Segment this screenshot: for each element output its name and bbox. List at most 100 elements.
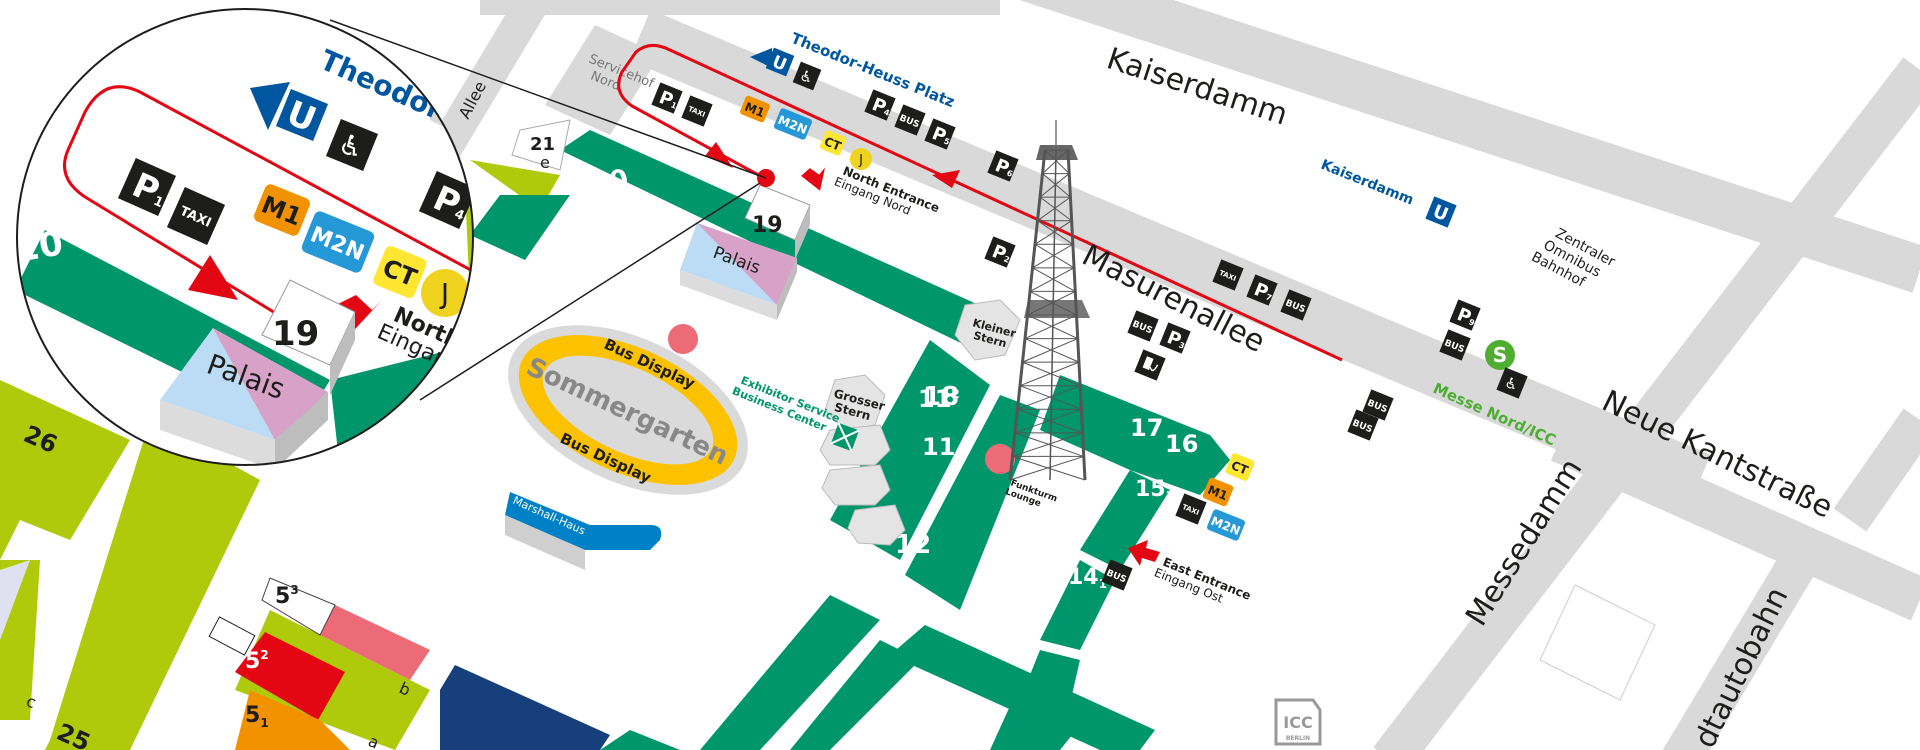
hall-green-sw xyxy=(600,730,680,750)
hall-10-2-label: 102 xyxy=(795,520,837,548)
hall-13-label: 13 xyxy=(1015,589,1051,619)
exhibitor-service-label: Exhibitor ServiceBusiness Center xyxy=(730,372,841,437)
parking-p1-badge: P1 xyxy=(651,82,683,114)
tower-strut xyxy=(1012,455,1086,481)
hall-block-west xyxy=(0,560,30,640)
parking-p9-badge: P9 xyxy=(1449,299,1481,331)
zoom-j-badge: J xyxy=(421,269,469,317)
hall-17-label: 17 xyxy=(1130,414,1163,442)
ct-badge: CT xyxy=(819,130,847,156)
hall-11-2-label: 112 xyxy=(918,385,960,413)
svg-text:♿: ♿ xyxy=(797,66,816,88)
tower-strut xyxy=(1039,196,1072,222)
svg-text:J: J xyxy=(439,277,449,310)
sommergarten: Sommergarten Bus Display Bus Display xyxy=(508,325,748,495)
tower-strut xyxy=(1014,432,1084,457)
hall-20-18-band xyxy=(560,130,990,345)
zoom-ubahn-badge: U xyxy=(275,88,329,142)
svg-text:ICC: ICC xyxy=(1283,713,1312,732)
parking-p6-badge: P6 xyxy=(987,150,1019,182)
hall-18-label: 18 xyxy=(923,382,959,412)
magnifier-leader-line xyxy=(419,182,761,401)
svg-text:BERLIN: BERLIN xyxy=(1286,735,1310,742)
tower-strut xyxy=(1024,338,1080,363)
parking-p4-badge: P4 xyxy=(864,89,896,121)
hall-21a xyxy=(470,195,570,260)
tower-strut xyxy=(1017,408,1083,434)
bus-badge: BUS xyxy=(1127,310,1159,342)
tower-strut xyxy=(1042,173,1071,198)
tower-strut xyxy=(1017,385,1081,410)
tower-strut xyxy=(1014,408,1082,434)
hall-25 xyxy=(45,420,260,750)
svg-text:P4: P4 xyxy=(869,94,895,121)
svg-text:P7: P7 xyxy=(1251,279,1276,306)
hall-11-1-label: 111 xyxy=(922,433,964,462)
hall-5-3 xyxy=(261,577,336,636)
parking-p3-badge: P3 xyxy=(1159,322,1191,354)
halls-west xyxy=(0,380,680,750)
taxi-badge: TAXI xyxy=(1212,259,1244,291)
m1-badge: M1 xyxy=(740,95,770,123)
bus-badge: BUS xyxy=(1347,409,1379,441)
tower-strut xyxy=(1019,385,1082,410)
taxi-badge: TAXI xyxy=(681,95,713,127)
hall-5-3-label: 53 xyxy=(275,583,299,609)
marshall-haus xyxy=(505,492,662,550)
tower-strut xyxy=(1012,432,1083,457)
zoom-route-arrow-icon xyxy=(188,255,238,300)
zob-label: ZentralerOmnibusBahnhof xyxy=(1529,221,1618,299)
svg-text:19: 19 xyxy=(272,314,319,354)
magnifier-lens: 20 U ♿ Theodor-Ho P1 TAXI M1 M2N CT J P4… xyxy=(17,9,474,465)
east-entrance-arrow-icon xyxy=(1128,540,1160,566)
service-block-3 xyxy=(847,504,906,546)
tower-strut xyxy=(1034,243,1075,269)
svg-text:P4: P4 xyxy=(427,178,474,228)
tower-strut xyxy=(1029,290,1077,316)
hall-5-2 xyxy=(235,632,345,720)
bus-badge: BUS xyxy=(1101,559,1133,591)
roads xyxy=(405,0,1920,750)
tower-strut xyxy=(1042,149,1069,174)
funkturm-tower xyxy=(1008,120,1090,481)
hall-navy xyxy=(440,665,610,750)
palais: Palais xyxy=(680,223,797,320)
tower-strut xyxy=(1032,267,1076,292)
hall-10-2 xyxy=(700,595,880,750)
exhibitor-service-icon xyxy=(830,422,860,452)
tower-strut xyxy=(1024,314,1077,340)
station-kaiserdamm-label: Kaiserdamm xyxy=(1319,157,1416,209)
hall-16-17 xyxy=(1040,375,1230,495)
hall-5-2-label: 52 xyxy=(245,648,269,674)
tower-strut xyxy=(1039,173,1070,198)
bus-badge: BUS xyxy=(1362,389,1394,421)
tower-strut xyxy=(1019,361,1080,387)
icc-outline xyxy=(1539,584,1656,701)
road-masurenallee xyxy=(629,9,1711,506)
zoom-wheelchair-icon: ♿ xyxy=(325,118,379,172)
hall-15-1 xyxy=(1080,470,1170,570)
hall-15-label: 151 xyxy=(1135,477,1174,503)
hall-20-label: 20 xyxy=(589,163,632,201)
parking-p2-badge: P2 xyxy=(984,236,1016,268)
tower-strut xyxy=(1022,361,1081,387)
zoom-m1-badge: M1 xyxy=(254,184,310,236)
tower-strut xyxy=(1032,243,1074,269)
tower-strut xyxy=(1037,196,1071,222)
service-block-2 xyxy=(821,464,891,506)
hall-10-1-label: 101 xyxy=(800,565,842,594)
street-stadtautobahn: dtautobahn xyxy=(1688,582,1796,750)
parking-p7-badge: P7 xyxy=(1246,274,1278,306)
bus-badge: BUS xyxy=(1439,329,1471,361)
tower-strut xyxy=(1009,455,1084,481)
east-entrance-label: East EntranceEingang Ost xyxy=(1152,553,1253,615)
icc-logo: ICC BERLIN xyxy=(1274,698,1322,746)
badges: P1 TAXI M1 M2N CT J P4 BUS P5 P6 P2 TAXI… xyxy=(651,82,1528,591)
road-messedamm xyxy=(1373,57,1920,750)
hall-21-section: e xyxy=(540,153,550,172)
direction-arrow-icon xyxy=(750,48,772,68)
tower-strut xyxy=(1029,267,1075,292)
funkturm-lounge-label: FunkturmLounge xyxy=(1004,478,1059,514)
road-stadtautobahn xyxy=(1662,549,1818,750)
